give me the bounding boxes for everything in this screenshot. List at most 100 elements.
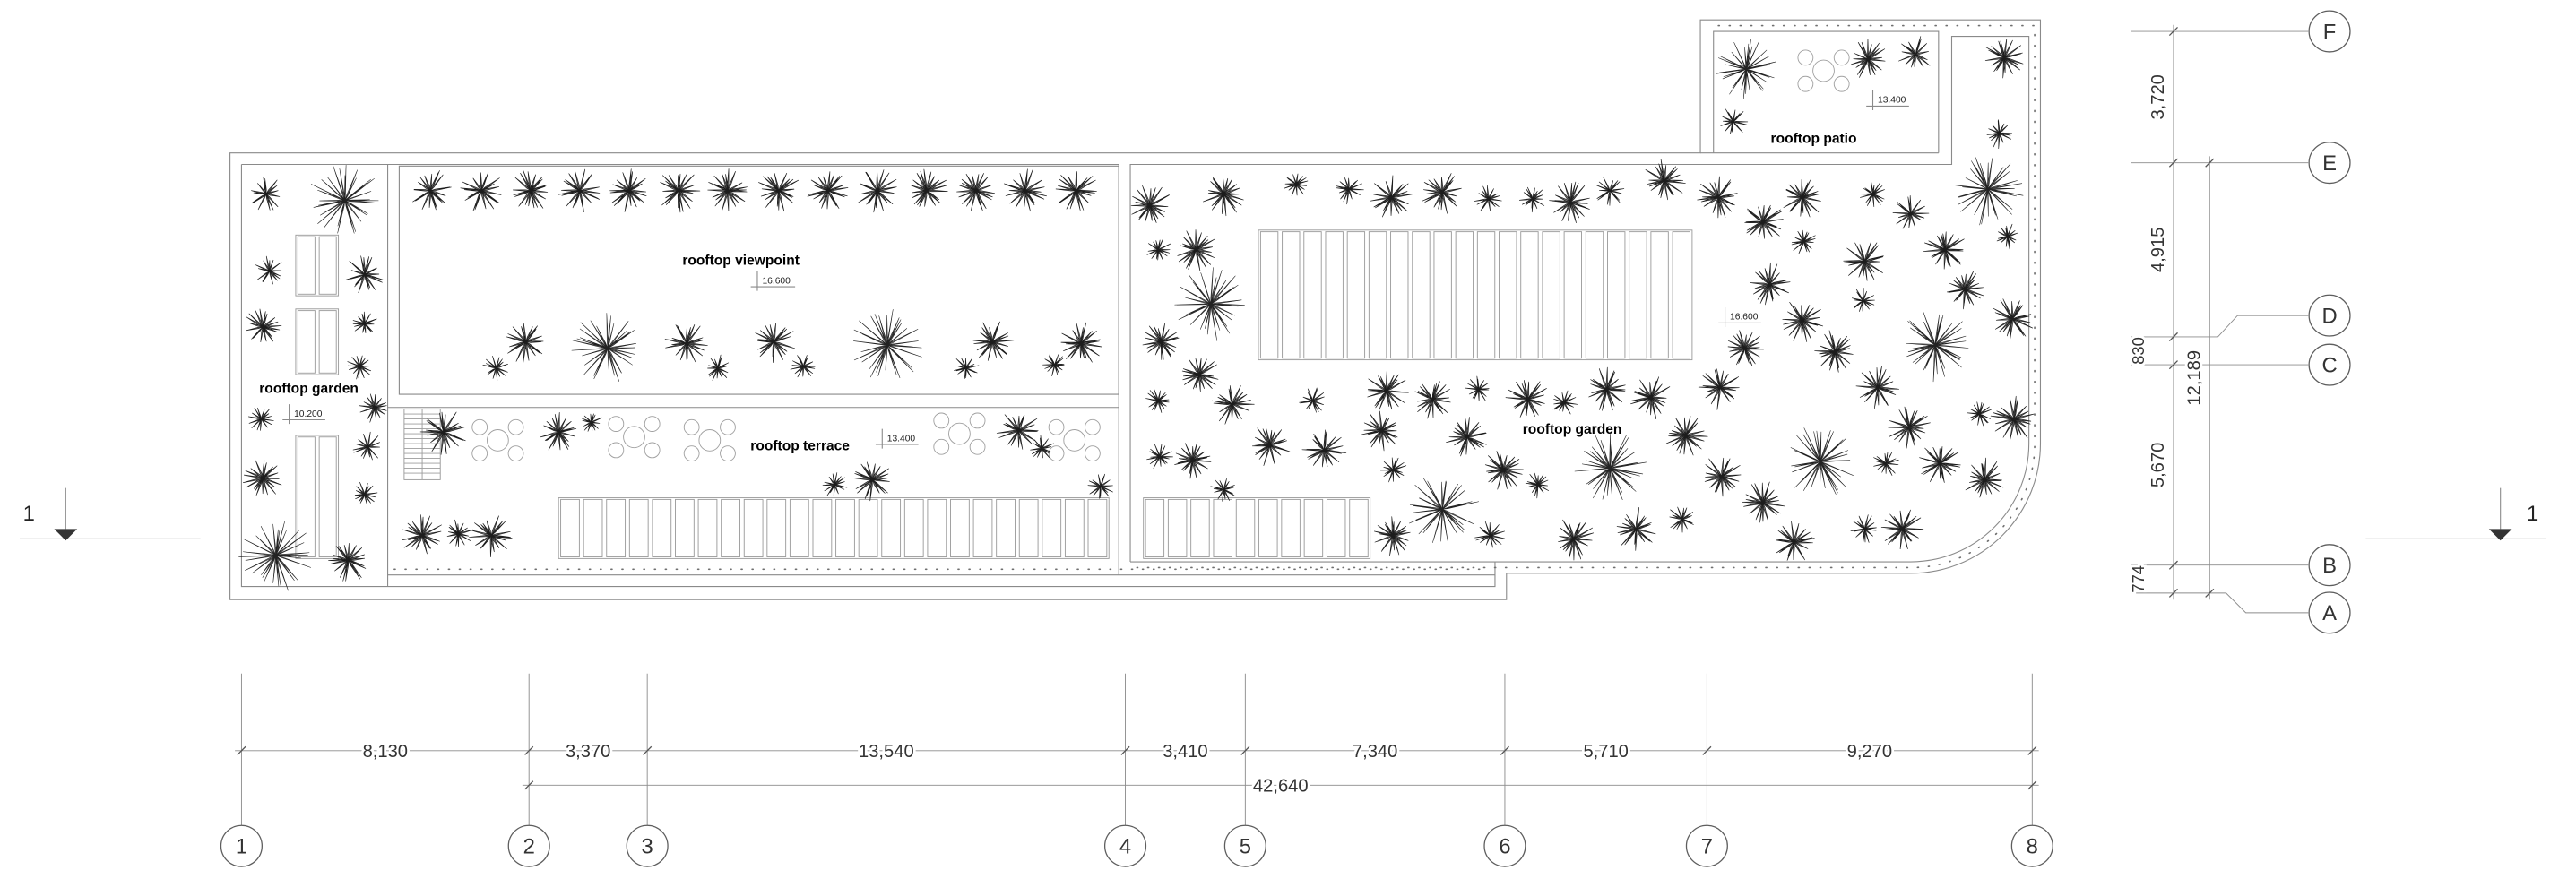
dimension-5-6: 7,340: [1353, 742, 1397, 762]
chair: [969, 438, 986, 455]
bench-slat: [1064, 498, 1085, 558]
bench-slat: [950, 498, 970, 558]
plant-symbol: [1782, 301, 1824, 342]
chair: [683, 418, 700, 435]
railing-dots-garden: [1136, 24, 2036, 569]
plant-symbol: [660, 173, 701, 213]
plant-symbol: [255, 255, 282, 285]
table: [1063, 429, 1086, 452]
plant-symbol: [1967, 401, 1992, 427]
grid-bubble-A: A: [2308, 591, 2351, 634]
plant-symbol: [1284, 173, 1309, 197]
plant-symbol: [328, 543, 367, 582]
grid-bubble-E: E: [2308, 142, 2351, 185]
plant-symbol: [581, 413, 602, 432]
plant-symbol: [1145, 389, 1170, 413]
bench-slat: [1368, 231, 1387, 359]
chair: [471, 445, 488, 461]
bench-slat: [1326, 498, 1346, 558]
plant-symbol: [1990, 395, 2035, 441]
plant-symbol: [1142, 323, 1180, 360]
plant-symbol: [558, 168, 601, 212]
table: [486, 429, 509, 452]
dimension-2-3: 3,370: [566, 742, 610, 762]
plant-symbol: [1299, 387, 1325, 413]
bench-slat: [743, 498, 764, 558]
grid-bubble-label: 4: [1119, 834, 1131, 858]
stair-symbol: [403, 409, 441, 480]
bench-slat: [297, 310, 316, 374]
plant-symbol: [1177, 229, 1215, 271]
grid-bubble-B: B: [2308, 544, 2351, 587]
plant-symbol: [807, 171, 849, 210]
bench-frame: [1258, 229, 1693, 361]
grid-bubble-8: 8: [2010, 824, 2053, 867]
plant-symbol: [1750, 262, 1791, 306]
elevation-symbol: [1718, 306, 1761, 327]
plant-symbol: [412, 170, 452, 211]
plant-symbol: [1003, 168, 1048, 212]
plant-symbol: [1923, 231, 1965, 270]
section-line: [19, 487, 201, 539]
table-set: [608, 416, 661, 459]
grid-bubble-6: 6: [1483, 824, 1526, 867]
terrace-outline: [387, 407, 1495, 576]
bench-slat: [1303, 498, 1324, 558]
dimension-7-8: 9,270: [1847, 742, 1892, 762]
bench-slat: [1499, 231, 1517, 359]
plant-symbol: [1465, 375, 1490, 401]
bench-slat: [675, 498, 695, 558]
bench-slat: [1167, 498, 1188, 558]
column-extension-lines: [240, 673, 2033, 827]
bench-slat: [1563, 231, 1582, 359]
plant-symbol: [1549, 181, 1590, 224]
dimension-E-D: 4,915: [2148, 228, 2168, 272]
railing-markers: [393, 24, 2036, 571]
plant-symbol: [1414, 381, 1451, 419]
plant-symbol: [1210, 478, 1236, 502]
grid-bubble-C: C: [2308, 343, 2351, 386]
plant-symbol: [758, 172, 800, 212]
plant-symbol: [1906, 311, 1969, 383]
plant-symbol: [1030, 435, 1054, 459]
chair: [1048, 445, 1065, 461]
plant-symbol: [707, 168, 748, 211]
plant-symbol: [1518, 186, 1545, 213]
bench-slat: [903, 498, 924, 558]
plant-symbol: [540, 411, 577, 451]
bench-slat: [1145, 498, 1165, 558]
elevation-value: 13.400: [1878, 96, 1906, 106]
grid-bubble-label: C: [2321, 353, 2337, 377]
plant-symbol: [1775, 521, 1815, 561]
plant-symbol: [1851, 39, 1886, 78]
bench-slat: [583, 498, 603, 558]
plant-symbol: [1993, 298, 2034, 340]
section-number: 1: [2527, 502, 2538, 526]
plant-symbol: [469, 515, 513, 558]
plant-symbol: [1588, 366, 1626, 411]
bench-slat: [927, 498, 947, 558]
planting: [238, 36, 2035, 591]
bench-slat: [628, 498, 649, 558]
row-bubbles: F E D C B A: [2308, 10, 2351, 634]
row-extension-lines: [2131, 30, 2309, 614]
chair: [507, 445, 524, 461]
plant-symbol: [1720, 108, 1749, 134]
west-parapet-inner-line: [240, 163, 1496, 588]
bench-slat: [1585, 231, 1604, 359]
elevation-value: 13.400: [887, 434, 916, 444]
parapet-outer-line: [229, 19, 2042, 600]
plant-symbol: [664, 324, 708, 363]
table-set: [933, 412, 986, 455]
plant-symbol: [1203, 175, 1244, 217]
grid-bubble-label: 2: [523, 834, 535, 858]
bench-slat: [1542, 231, 1560, 359]
grid-bubble-label: E: [2322, 151, 2337, 176]
grid-bubble-label: 1: [236, 834, 247, 858]
bench-slat: [835, 498, 855, 558]
grid-bubble-1: 1: [220, 824, 263, 867]
plant-symbol: [1212, 385, 1255, 425]
grid-bubble-D: D: [2308, 294, 2351, 337]
plant-symbol: [1742, 481, 1785, 523]
plant-symbol: [1873, 452, 1899, 476]
